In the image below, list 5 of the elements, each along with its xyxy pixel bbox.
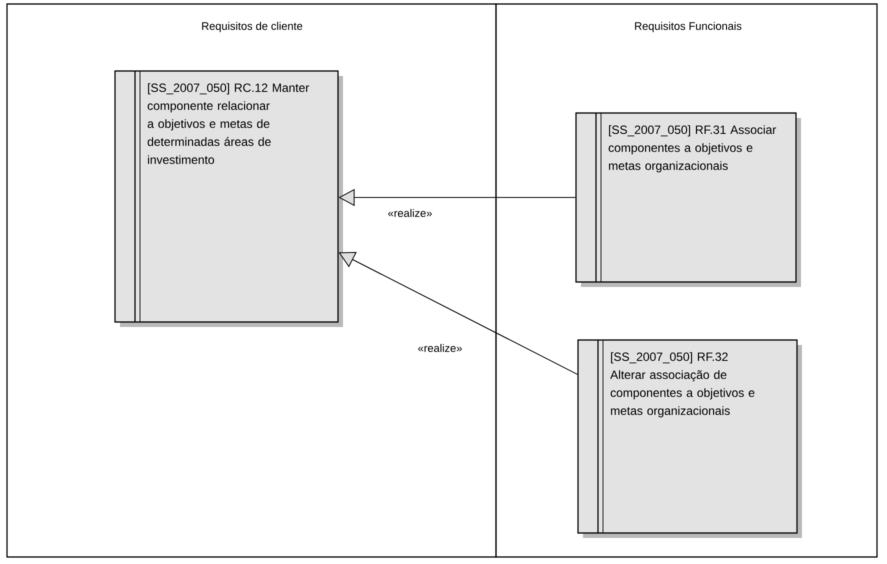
edge-label: «realize» bbox=[416, 342, 464, 354]
requirement-box: [SS_2007_050] RF.32 Alterar associação de componentes a objetivos e metas organizacionais bbox=[577, 339, 802, 538]
requirement-box: [SS_2007_050] RC.12 Manter componente relacionar a objetivos e metas de determinadas áreas de investimento bbox=[114, 70, 343, 327]
requirement-box: [SS_2007_050] RF.31 Associar componentes a objetivos e metas organizacionais bbox=[575, 112, 801, 287]
edge-label: «realize» bbox=[386, 207, 434, 219]
